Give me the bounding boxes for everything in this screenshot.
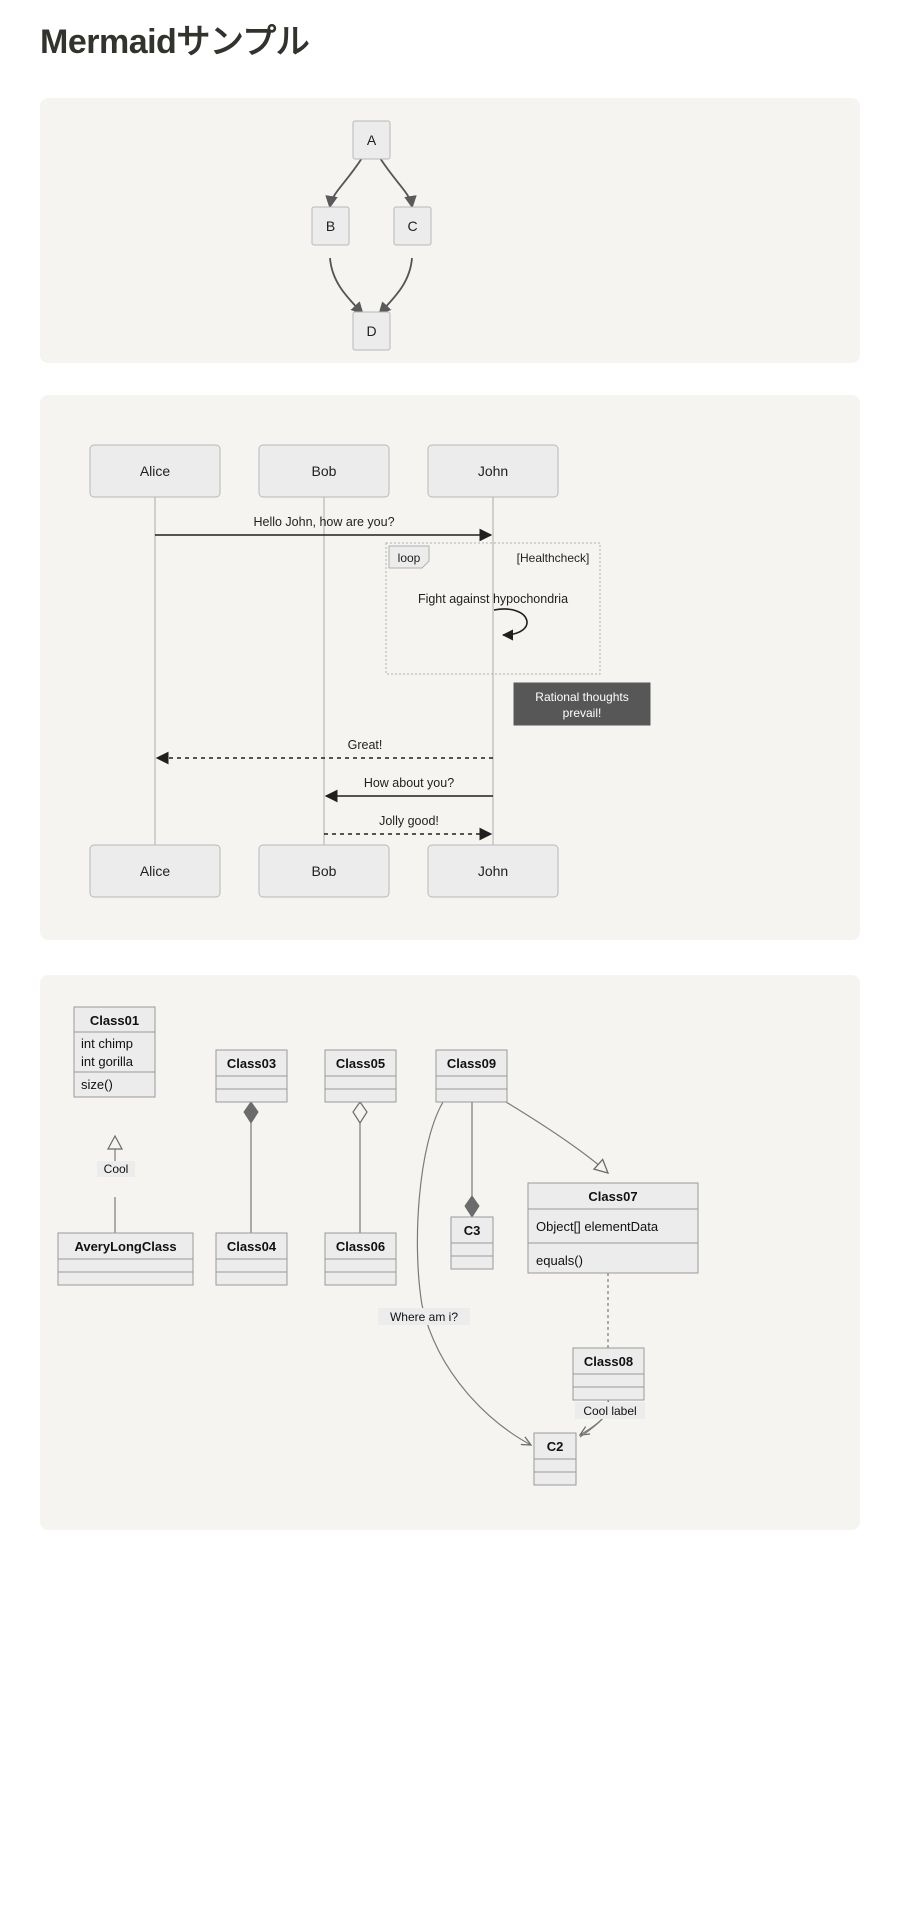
- note-line-1: Rational thoughts: [535, 690, 628, 704]
- note-line-2: prevail!: [563, 706, 602, 720]
- class-box-c3[interactable]: C3: [450, 1216, 494, 1270]
- aggregation-diamond-class05: [352, 1100, 368, 1125]
- actor-top-bob-label: Bob: [312, 463, 337, 479]
- relation-label-cool: Cool: [104, 1162, 129, 1176]
- class-name-c3: C3: [464, 1223, 481, 1238]
- flow-node-c-label: C: [407, 218, 417, 234]
- class-diagram-svg: Cool Where am i? Cool label: [57, 1006, 699, 1486]
- relation-label-bg-where-am-i: [378, 1308, 470, 1325]
- inheritance-triangle-class01: [106, 1134, 124, 1150]
- class-box-class09[interactable]: Class09: [435, 1049, 508, 1103]
- actor-top-bob[interactable]: Bob: [258, 444, 390, 498]
- class-attr-class01-1: int gorilla: [81, 1054, 134, 1069]
- flow-edge-b-d: [329, 257, 364, 315]
- actor-top-alice-label: Alice: [140, 463, 171, 479]
- class-name-class09: Class09: [447, 1056, 496, 1071]
- flow-node-b-label: B: [326, 218, 335, 234]
- class-name-class01: Class01: [90, 1013, 139, 1028]
- flow-node-b[interactable]: B: [311, 206, 350, 246]
- class-box-class03[interactable]: Class03: [215, 1049, 288, 1103]
- flow-node-d[interactable]: D: [352, 311, 391, 351]
- class-name-class07: Class07: [588, 1189, 637, 1204]
- relation-class09-c2: [416, 1101, 531, 1445]
- message-label-2: Fight against hypochondria: [418, 592, 568, 606]
- flowchart-panel: A B C D: [40, 98, 860, 363]
- relation-label-where-am-i: Where am i?: [390, 1310, 458, 1324]
- actor-bottom-alice-label: Alice: [140, 863, 171, 879]
- class-diagram-panel: Cool Where am i? Cool label: [40, 975, 860, 1530]
- actor-top-john[interactable]: John: [427, 444, 559, 498]
- class-box-class04[interactable]: Class04: [215, 1232, 288, 1286]
- class-name-class08: Class08: [584, 1354, 633, 1369]
- flow-node-a[interactable]: A: [352, 120, 391, 160]
- message-label-1: Hello John, how are you?: [253, 515, 394, 529]
- loop-condition: [Healthcheck]: [517, 551, 590, 565]
- class-name-class06: Class06: [336, 1239, 385, 1254]
- class-box-class08[interactable]: Class08: [572, 1347, 645, 1401]
- composition-diamond-c3: [464, 1195, 480, 1218]
- class-box-averylongclass[interactable]: AveryLongClass: [57, 1232, 194, 1286]
- page-title: Mermaidサンプル: [40, 23, 310, 61]
- class-box-c2[interactable]: C2: [533, 1432, 577, 1486]
- loop-tab: [388, 545, 430, 569]
- actor-top-john-label: John: [478, 463, 508, 479]
- class-name-class03: Class03: [227, 1056, 276, 1071]
- actor-bottom-bob[interactable]: Bob: [258, 844, 390, 898]
- relation-label-cool-label: Cool label: [583, 1404, 636, 1418]
- message-label-4: How about you?: [364, 776, 454, 790]
- note-rect: [513, 682, 651, 726]
- note-rational-thoughts: Rational thoughts prevail!: [513, 682, 651, 726]
- class-name-class05: Class05: [336, 1056, 385, 1071]
- flow-node-c[interactable]: C: [393, 206, 432, 246]
- actor-bottom-john[interactable]: John: [427, 844, 559, 898]
- class-attr-class01-0: int chimp: [81, 1036, 133, 1051]
- actor-bottom-john-label: John: [478, 863, 508, 879]
- flowchart-svg: A B C D: [311, 120, 432, 351]
- actor-bottom-alice[interactable]: Alice: [89, 844, 221, 898]
- message-label-3: Great!: [348, 738, 383, 752]
- flow-edge-c-d: [378, 257, 413, 315]
- sequence-svg: Alice Bob John Hello John, how are you? …: [89, 444, 651, 898]
- relation-label-bg-cool-label: [575, 1402, 645, 1419]
- message-label-5: Jolly good!: [379, 814, 439, 828]
- composition-diamond-class03: [243, 1101, 259, 1124]
- class-box-class01[interactable]: Class01 int chimp int gorilla size(): [73, 1006, 156, 1098]
- flow-node-d-label: D: [366, 323, 376, 339]
- actor-bottom-bob-label: Bob: [312, 863, 337, 879]
- class-method-class01-0: size(): [81, 1077, 113, 1092]
- class-box-class06[interactable]: Class06: [324, 1232, 397, 1286]
- actor-top-alice[interactable]: Alice: [89, 444, 221, 498]
- sequence-panel: Alice Bob John Hello John, how are you? …: [40, 395, 860, 940]
- flow-edge-a-b: [325, 157, 363, 209]
- loop-keyword: loop: [398, 551, 421, 565]
- class-box-class07[interactable]: Class07 Object[] elementData equals(): [527, 1182, 699, 1274]
- flow-node-a-label: A: [367, 132, 377, 148]
- class-name-class04: Class04: [227, 1239, 277, 1254]
- message-arrow-2-self: [493, 608, 528, 641]
- relation-class09-class07: [505, 1101, 608, 1173]
- loop-box: [385, 542, 601, 675]
- class-name-averylongclass: AveryLongClass: [74, 1239, 176, 1254]
- class-name-c2: C2: [547, 1439, 564, 1454]
- class-method-class07-0: equals(): [536, 1253, 583, 1268]
- flow-edge-a-c: [379, 157, 417, 209]
- class-attr-class07-0: Object[] elementData: [536, 1219, 659, 1234]
- class-box-class05[interactable]: Class05: [324, 1049, 397, 1103]
- relation-label-bg-cool: [97, 1161, 135, 1177]
